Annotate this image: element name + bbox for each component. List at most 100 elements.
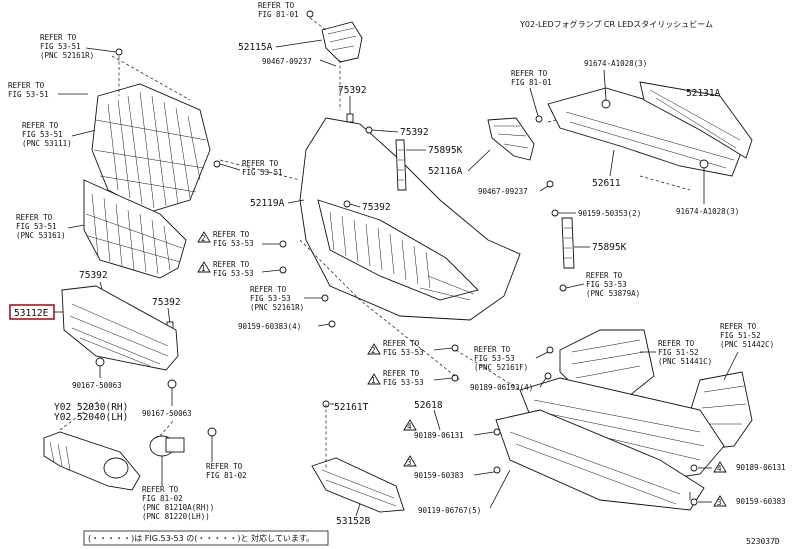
- svg-text:3: 3: [407, 458, 412, 467]
- callout-75392-a: 75392: [79, 270, 108, 281]
- svg-text:4: 4: [407, 422, 412, 431]
- svg-text:(PNC 81220(LH)): (PNC 81220(LH)): [142, 512, 210, 521]
- svg-text:90159-60383: 90159-60383: [414, 471, 464, 480]
- triangle-note-icon: [403, 455, 417, 467]
- callout-75392-b: 75392: [152, 297, 181, 308]
- upper-grille: [91, 83, 211, 213]
- triangle-note-icon: [713, 495, 727, 507]
- svg-text:FIG 51-52: FIG 51-52: [658, 348, 699, 357]
- svg-text:REFER TO: REFER TO: [250, 285, 287, 294]
- svg-text:FIG 51-52: FIG 51-52: [720, 331, 761, 340]
- callout-53112e[interactable]: 53112E: [14, 308, 49, 319]
- ref-block-r8: 2 REFER TO FIG 53-53: [197, 230, 254, 248]
- svg-text:FIG 53-53: FIG 53-53: [250, 294, 291, 303]
- svg-text:REFER TO: REFER TO: [658, 339, 695, 348]
- header-text: Y02-LEDフォグランプ CR LEDスタイリッシュビーム: [519, 19, 713, 29]
- triangle-note-icon: [367, 373, 381, 385]
- ref-block-r17: REFER TO FIG 81-02: [206, 462, 247, 480]
- ref-block-r5: REFER TO FIG 53-51: [242, 159, 283, 177]
- bracket-52116a: [487, 117, 535, 161]
- svg-text:2: 2: [201, 234, 206, 243]
- callout-75392-c: 75392: [338, 85, 367, 96]
- middle-grille: [83, 179, 187, 279]
- callout-75392-e: 75392: [362, 202, 391, 213]
- svg-text:90189-06131: 90189-06131: [414, 431, 464, 440]
- deflector-53152b: [311, 457, 405, 513]
- svg-text:90159-60383: 90159-60383: [736, 497, 786, 506]
- callout-52618: 52618: [414, 400, 443, 411]
- ref-block-r12: 2 REFER TO FIG 53-53: [367, 339, 424, 357]
- svg-text:REFER TO: REFER TO: [22, 121, 59, 130]
- callout-y02-rh: Y02 52030(RH): [54, 402, 128, 413]
- svg-text:3: 3: [717, 498, 722, 507]
- ref-block-n3: 4 90189-06131: [403, 419, 464, 440]
- triangle-note-icon: [367, 343, 381, 355]
- lower-grille: [61, 285, 179, 371]
- callout-y02-lh: Y02 52040(LH): [54, 412, 128, 423]
- svg-text:(PNC 81210A(RH)): (PNC 81210A(RH)): [142, 503, 214, 512]
- svg-text:REFER TO: REFER TO: [206, 462, 243, 471]
- callout-75392-d: 75392: [400, 127, 429, 138]
- ref-block-n4: 3 90159-60383: [403, 455, 464, 480]
- ref-block-r15: REFER TO FIG 51-52 (PNC 51441C): [658, 339, 712, 366]
- svg-text:REFER TO: REFER TO: [142, 485, 179, 494]
- ref-block-r6: REFER TO FIG 53-51 (PNC 53161): [16, 213, 66, 240]
- svg-text:REFER TO: REFER TO: [8, 81, 45, 90]
- callout-52611: 52611: [592, 178, 621, 189]
- svg-text:(PNC 52161R): (PNC 52161R): [40, 51, 94, 60]
- svg-text:1: 1: [371, 376, 376, 385]
- callout-52115a: 52115A: [238, 42, 273, 53]
- svg-text:FIG 53-53: FIG 53-53: [474, 354, 515, 363]
- svg-text:1: 1: [201, 264, 206, 273]
- svg-text:REFER TO: REFER TO: [40, 33, 77, 42]
- svg-text:FIG 81-01: FIG 81-01: [511, 78, 552, 87]
- fog-lamp-bezel: [43, 431, 141, 491]
- under-cover-lower: [495, 409, 705, 511]
- side-reflector-left: [395, 139, 407, 191]
- ref-block-r1: REFER TO FIG 81-01: [258, 1, 299, 19]
- callout-75895k-a: 75895K: [428, 145, 463, 156]
- callout-91674-b: 91674-A1028(3): [676, 207, 739, 216]
- bracket-52115a: [306, 10, 363, 63]
- callout-91674-a: 91674-A1028(3): [584, 59, 647, 68]
- callout-52119a: 52119A: [250, 198, 285, 209]
- svg-text:REFER TO: REFER TO: [383, 369, 420, 378]
- bolt-icon: [115, 48, 123, 56]
- svg-text:(PNC 53111): (PNC 53111): [22, 139, 72, 148]
- svg-text:FIG 53-51: FIG 53-51: [40, 42, 81, 51]
- callout-90467-b: 90467-09237: [478, 187, 528, 196]
- bumper-reinforcement: [547, 87, 743, 177]
- callout-90159-50353: 90159-50353(2): [578, 209, 641, 218]
- svg-text:REFER TO: REFER TO: [720, 322, 757, 331]
- svg-text:(・・・・・)は FIG.53-53 の(・・・・・)と 対: (・・・・・)は FIG.53-53 の(・・・・・)と 対応しています。: [88, 533, 314, 543]
- svg-text:(PNC 52161F): (PNC 52161F): [474, 363, 528, 372]
- triangle-note-icon: [197, 261, 211, 273]
- svg-text:(PNC 53879A): (PNC 53879A): [586, 289, 640, 298]
- svg-text:2: 2: [371, 346, 376, 355]
- svg-text:REFER TO: REFER TO: [258, 1, 295, 10]
- svg-text:FIG 53-51: FIG 53-51: [16, 222, 57, 231]
- svg-text:(PNC 52161R): (PNC 52161R): [250, 303, 304, 312]
- callout-75895k-b: 75895K: [592, 242, 627, 253]
- svg-text:(PNC 51441C): (PNC 51441C): [658, 357, 712, 366]
- ref-block-n2: 3 90159-60383: [713, 495, 786, 507]
- ref-block-n1: 4 90189-06131: [713, 461, 786, 473]
- svg-text:(PNC 51442C): (PNC 51442C): [720, 340, 774, 349]
- side-reflector-right: [561, 217, 575, 269]
- ref-block-r9: 1 REFER TO FIG 53-53: [197, 260, 254, 278]
- callout-52131a: 52131A: [686, 88, 721, 99]
- svg-text:FIG 53-51: FIG 53-51: [242, 168, 283, 177]
- ref-block-r18: REFER TO FIG 81-02 (PNC 81210A(RH)) (PNC…: [142, 485, 214, 521]
- triangle-note-icon: [403, 419, 417, 431]
- bumper-cover: [299, 117, 521, 321]
- ref-block-r11: REFER TO FIG 53-53 (PNC 53879A): [586, 271, 640, 298]
- svg-text:FIG 81-02: FIG 81-02: [206, 471, 247, 480]
- triangle-note-icon: [197, 231, 211, 243]
- ref-block-r16: REFER TO FIG 51-52 (PNC 51442C): [720, 322, 774, 349]
- callout-53152b: 53152B: [336, 516, 371, 527]
- svg-text:(PNC 53161): (PNC 53161): [16, 231, 66, 240]
- svg-text:REFER TO: REFER TO: [586, 271, 623, 280]
- svg-text:REFER TO: REFER TO: [511, 69, 548, 78]
- ref-block-r10: REFER TO FIG 53-53 (PNC 52161R): [250, 285, 304, 312]
